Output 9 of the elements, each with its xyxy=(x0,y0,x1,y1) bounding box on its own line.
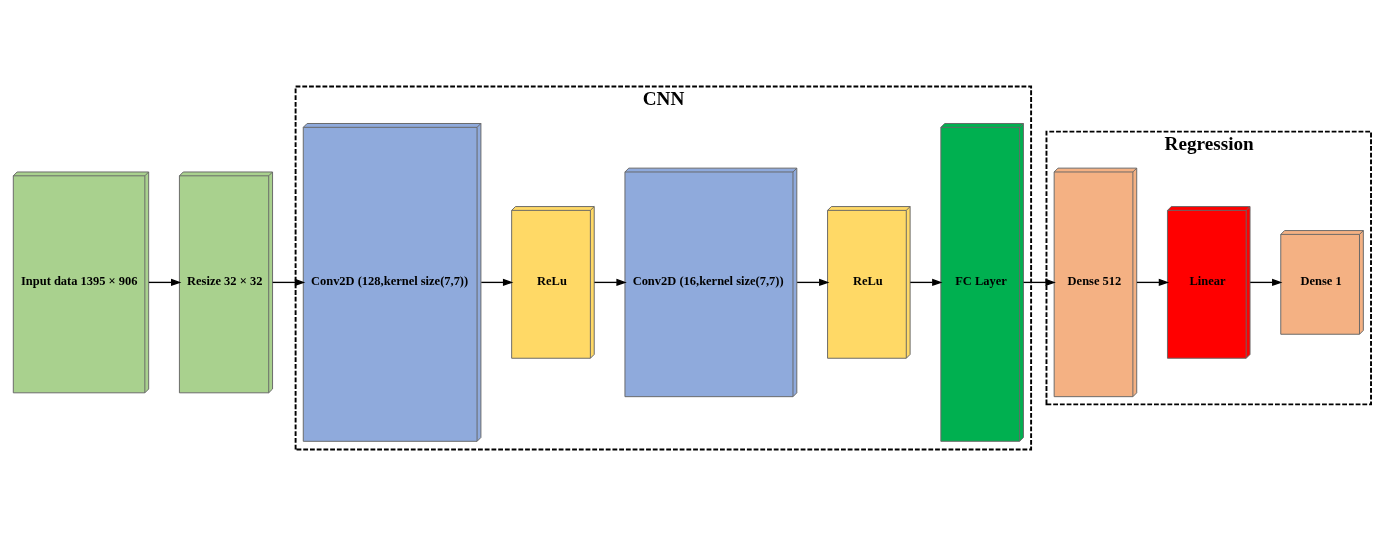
arrow xyxy=(593,278,627,287)
arrow xyxy=(1249,278,1283,287)
arrow xyxy=(909,278,943,287)
arrow xyxy=(272,278,306,287)
arrow xyxy=(1022,278,1056,287)
arrow xyxy=(480,278,514,287)
arrow xyxy=(796,278,830,287)
arrow xyxy=(1136,278,1170,287)
arrow xyxy=(148,278,182,287)
